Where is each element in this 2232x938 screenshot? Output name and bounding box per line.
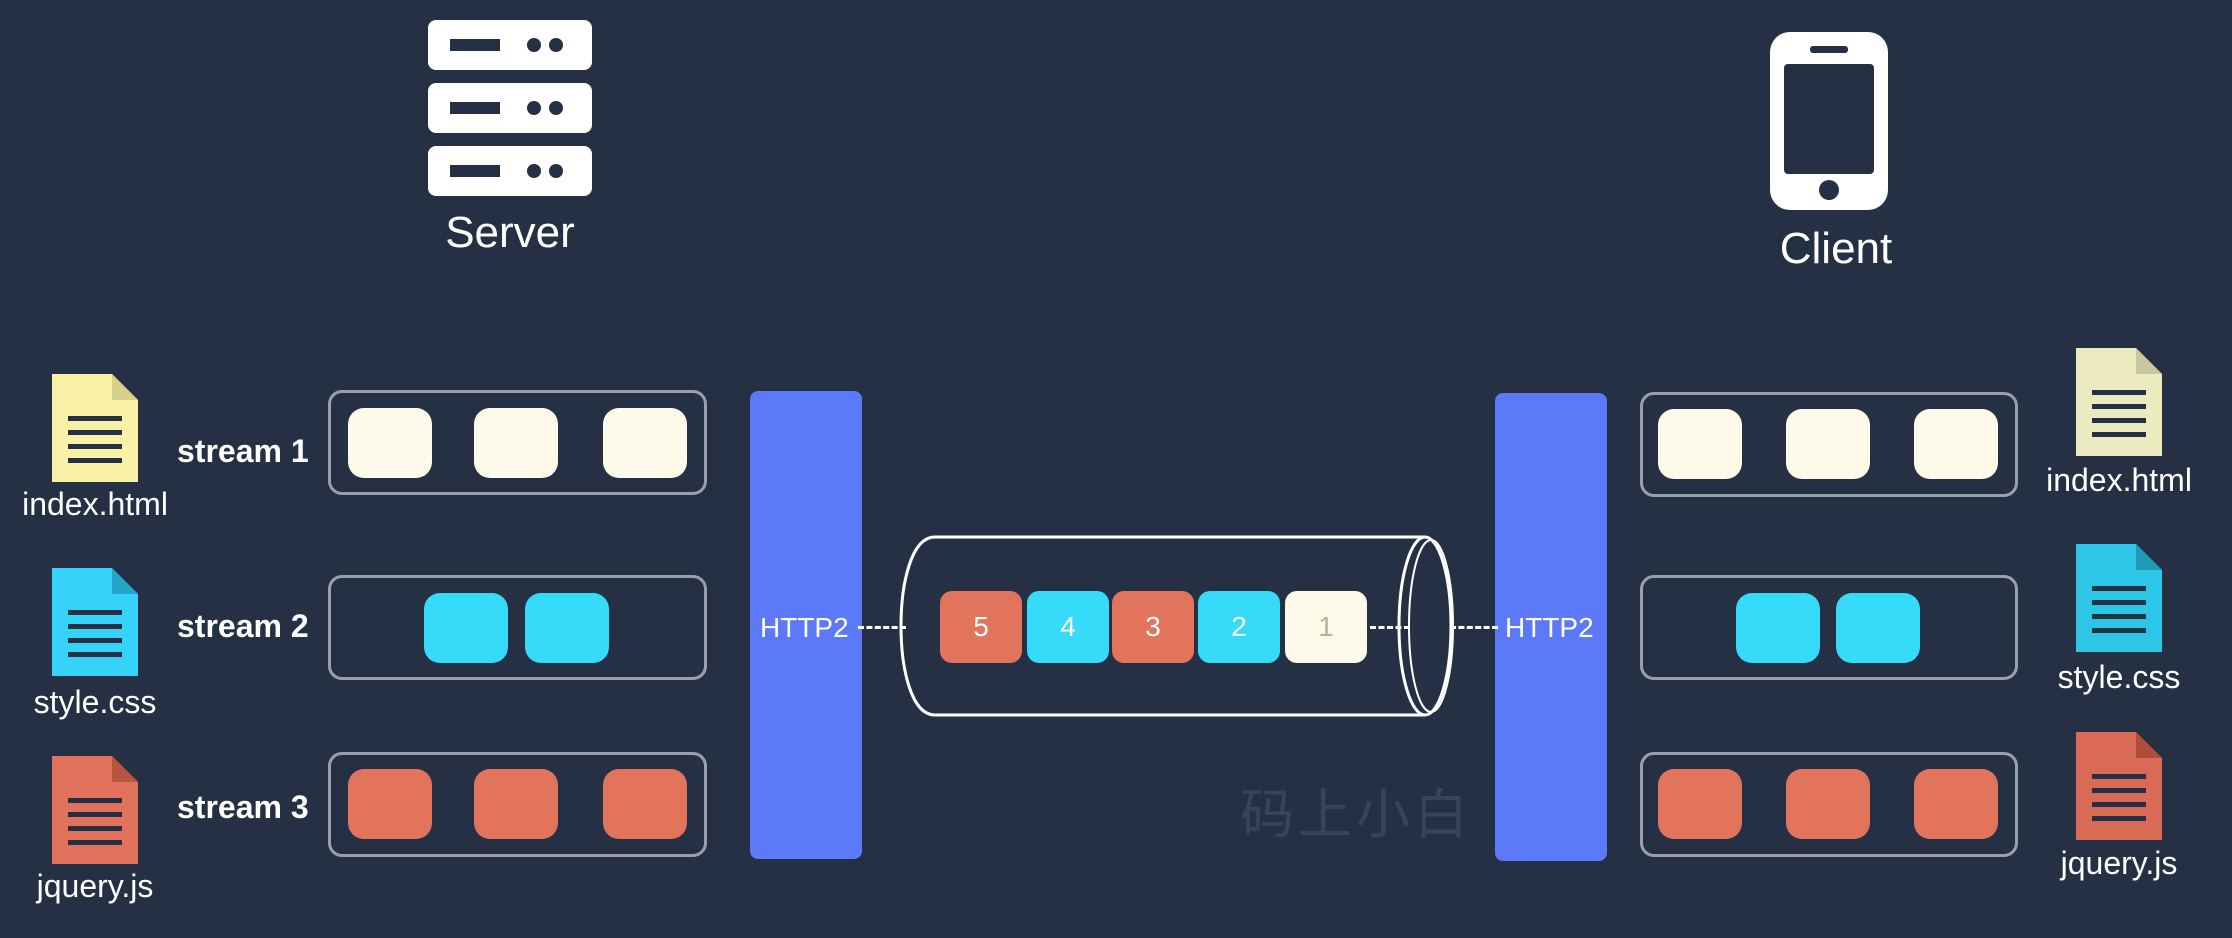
connection-tunnel [899, 535, 1454, 717]
packet: 3 [1112, 591, 1194, 663]
right-file-label-css: style.css [2057, 659, 2181, 695]
html-block [1658, 409, 1742, 479]
html-block [348, 408, 432, 478]
left-file-label-html: index.html [22, 486, 168, 522]
stream-label-2: stream 2 [177, 608, 309, 644]
js-block [603, 769, 687, 839]
js-block [474, 769, 558, 839]
js-file-icon [52, 756, 138, 864]
server-icon [428, 20, 592, 196]
html-block [474, 408, 558, 478]
right-file-label-js: jquery.js [2060, 845, 2178, 881]
css-file-icon [2076, 544, 2162, 652]
connector-dashed-right [1450, 626, 1498, 629]
connector-dashed-inner [1370, 626, 1410, 629]
phone-icon [1770, 32, 1888, 210]
http2-label-client: HTTP2 [1505, 612, 1594, 643]
html-block [1914, 409, 1998, 479]
client-stream-box-3 [1640, 752, 2018, 857]
client-stream-box-1 [1640, 392, 2018, 497]
stream-label-3: stream 3 [177, 789, 309, 825]
js-block [1914, 769, 1998, 839]
server-stream-box-1 [328, 390, 707, 495]
html-file-icon [52, 374, 138, 482]
http2-label-server: HTTP2 [760, 612, 849, 643]
client-title: Client [1779, 224, 1893, 273]
left-file-label-js: jquery.js [36, 868, 154, 904]
html-file-icon [2076, 348, 2162, 456]
css-block [525, 593, 609, 663]
css-block [424, 593, 508, 663]
right-file-label-html: index.html [2046, 462, 2192, 498]
js-block [348, 769, 432, 839]
packet: 1 [1285, 591, 1367, 663]
js-block [1786, 769, 1870, 839]
http2-bar-client [1495, 393, 1607, 861]
server-title: Server [445, 208, 575, 257]
stream-label-1: stream 1 [177, 433, 309, 469]
js-file-icon [2076, 732, 2162, 840]
js-block [1658, 769, 1742, 839]
http2-bar-server [750, 391, 862, 859]
server-stream-box-3 [328, 752, 707, 857]
css-file-icon [52, 568, 138, 676]
html-block [603, 408, 687, 478]
packet: 2 [1198, 591, 1280, 663]
left-file-label-css: style.css [33, 684, 157, 720]
css-block [1836, 593, 1920, 663]
packet: 4 [1027, 591, 1109, 663]
html-block [1786, 409, 1870, 479]
client-stream-box-2 [1640, 575, 2018, 680]
watermark: 码上小白 [1240, 783, 1472, 846]
packet: 5 [940, 591, 1022, 663]
server-stream-box-2 [328, 575, 707, 680]
connector-dashed-left [858, 626, 906, 629]
css-block [1736, 593, 1820, 663]
